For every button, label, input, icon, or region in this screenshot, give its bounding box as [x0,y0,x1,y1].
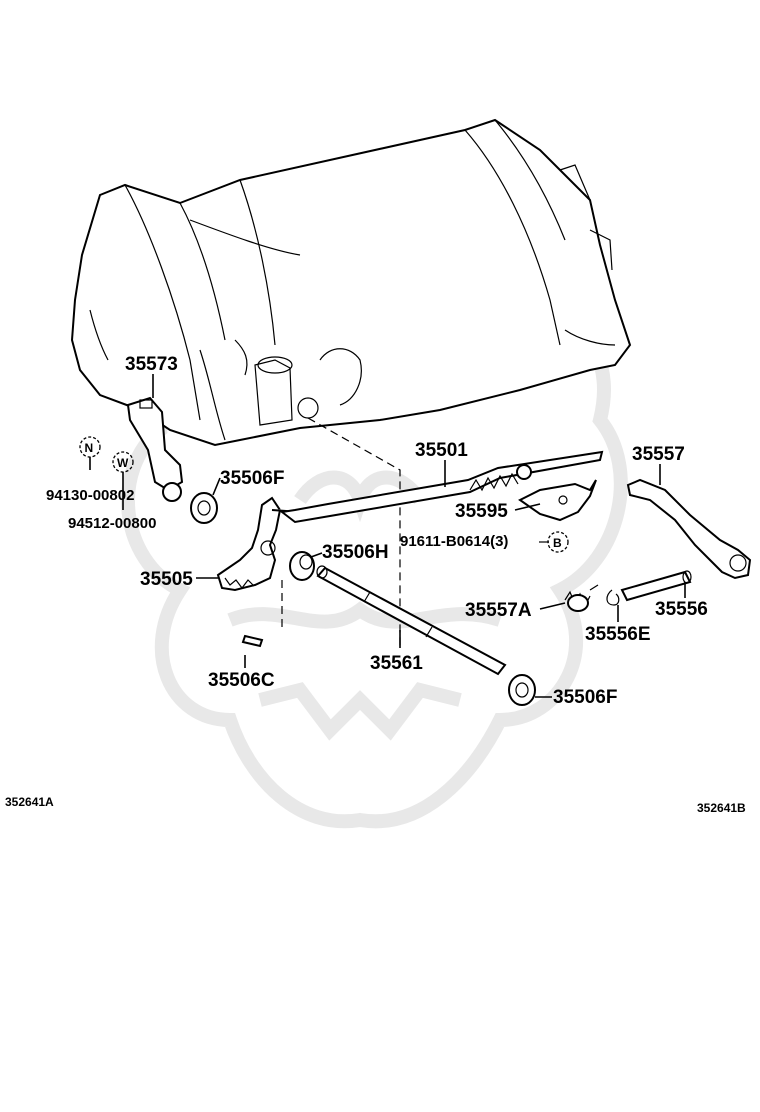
spring-35557a [564,584,599,612]
plug-35506h [289,551,315,581]
bracket-35595 [518,479,597,522]
label-35557: 35557 [632,444,685,465]
w-marker-letter: W [117,456,129,470]
b-marker-letter: B [553,536,562,550]
n-marker: N [79,436,101,458]
label-35506h: 35506H [322,542,389,563]
rod-35501 [279,450,604,524]
leader-dashes [281,417,401,650]
lever-35557 [626,478,752,580]
seal-35506f-top [190,492,218,524]
b-marker: B [539,531,569,553]
shaft-35561 [316,565,507,676]
bracket-35573 [126,396,184,502]
clip-35556e [606,589,620,606]
seal-35506f-bottom [508,674,536,706]
pin-35556 [620,570,692,602]
label-35595: 35595 [455,501,508,522]
n-marker-letter: N [85,441,94,455]
label-35501: 35501 [415,440,468,461]
label-35505: 35505 [140,569,193,590]
label-35561: 35561 [370,653,423,674]
label-35506f-bottom: 35506F [553,687,617,708]
label-35557a: 35557A [465,600,532,621]
code-left: 352641A [5,795,54,809]
label-35506c: 35506C [208,670,275,691]
label-35573: 35573 [125,354,178,375]
label-94130-00802: 94130-00802 [46,487,134,504]
label-35556e: 35556E [585,624,651,645]
label-94512-00800: 94512-00800 [68,515,156,532]
label-91611-b0614: 91611-B0614(3) [400,533,508,550]
transmission-housing [70,118,632,447]
pin-35506c [241,634,264,648]
code-right: 352641B [697,801,746,815]
label-35506f-top: 35506F [220,468,284,489]
label-35556: 35556 [655,599,708,620]
